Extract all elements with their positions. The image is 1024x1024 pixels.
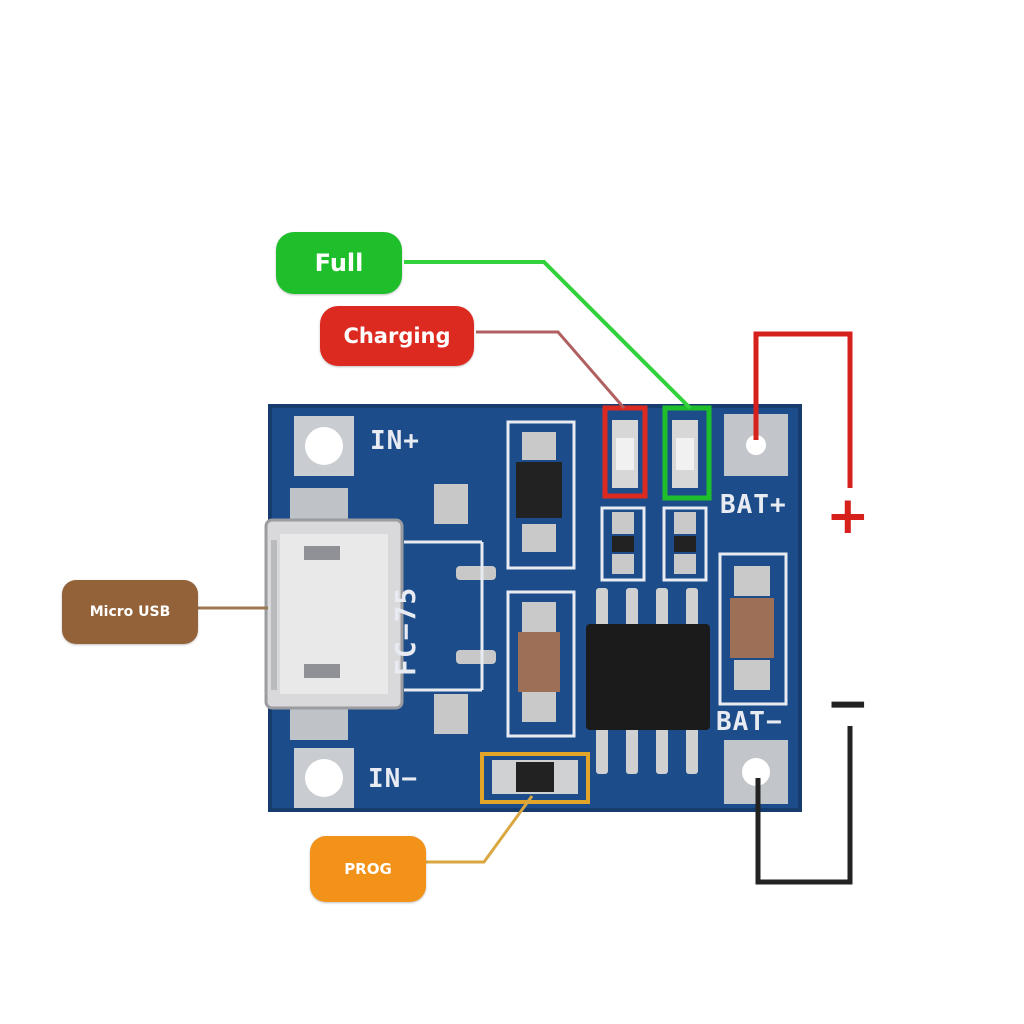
mount-hole-in-minus	[294, 748, 354, 808]
wire-positive	[753, 331, 853, 488]
plus-sign: +	[826, 486, 870, 546]
led-full	[672, 420, 698, 488]
prog-resistor	[492, 760, 578, 794]
pad-small	[434, 484, 468, 524]
micro-usb-connector	[264, 488, 404, 740]
pad-small	[456, 650, 496, 664]
minus-sign: −	[826, 674, 870, 734]
silkscreen-in-plus: IN+	[370, 426, 420, 456]
leader-prog	[426, 795, 534, 864]
highlight-full-led	[662, 405, 712, 501]
capacitor-right	[718, 552, 788, 706]
pad-small	[456, 566, 496, 580]
leader-full	[404, 260, 692, 410]
ic-chip	[586, 588, 710, 774]
leader-charging	[476, 330, 626, 409]
capacitor-left	[506, 590, 576, 738]
resistor-2	[662, 506, 708, 582]
label-full: Full	[276, 232, 402, 294]
highlight-charging-led	[602, 405, 648, 499]
label-micro-usb: Micro USB	[62, 580, 198, 644]
resistor-1	[600, 506, 646, 582]
label-charging: Charging	[320, 306, 474, 366]
silkscreen-part-number: FC−75	[389, 586, 422, 676]
wire-negative	[755, 726, 853, 885]
silkscreen-in-minus: IN−	[368, 764, 418, 794]
led-charging	[612, 420, 638, 488]
silkscreen-bat-minus: BAT−	[716, 707, 783, 737]
silkscreen-bat-plus: BAT+	[720, 490, 787, 520]
mount-hole-in-plus	[294, 416, 354, 476]
diode-component	[506, 420, 576, 570]
label-prog: PROG	[310, 836, 426, 902]
pad-small	[434, 694, 468, 734]
highlight-prog	[480, 752, 590, 804]
